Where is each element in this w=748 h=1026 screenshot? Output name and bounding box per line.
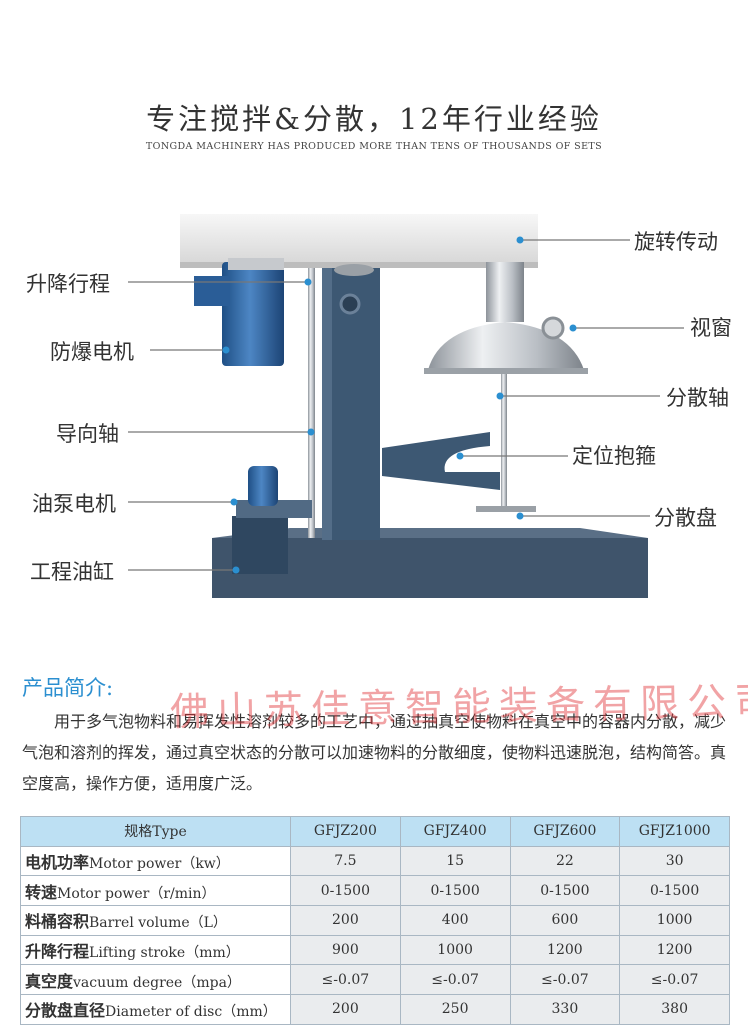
spec-cell: 200 xyxy=(290,905,401,936)
spec-cell: ≤-0.07 xyxy=(290,964,401,996)
spec-row-label: 升降行程Lifting stroke（mm） xyxy=(20,934,291,966)
spec-row-label-zh: 分散盘直径 xyxy=(25,1001,106,1021)
spec-model: GFJZ1000 xyxy=(619,816,730,847)
spec-model: GFJZ200 xyxy=(290,816,401,847)
spec-table: 规格Type GFJZ200 GFJZ400 GFJZ600 GFJZ1000 … xyxy=(20,816,730,1025)
spec-cell: 250 xyxy=(399,994,511,1025)
spec-header-label: 规格Type xyxy=(20,816,291,847)
callout-dispersion-shaft: 分散轴 xyxy=(666,386,729,410)
spec-cell: 200 xyxy=(290,994,401,1025)
spec-cell: ≤-0.07 xyxy=(509,964,621,996)
spec-cell: 22 xyxy=(509,845,621,877)
page-title: 专注搅拌&分散，12年行业经验 xyxy=(146,102,602,136)
spec-row-label-en: Lifting stroke（mm） xyxy=(89,945,240,962)
callout-lifting-stroke: 升降行程 xyxy=(26,272,110,296)
spec-row-label-zh: 料桶容积 xyxy=(25,912,90,932)
spec-row-label: 分散盘直径Diameter of disc（mm） xyxy=(20,994,291,1025)
spec-row-label: 转速Motor power（r/min） xyxy=(20,875,291,907)
machine-illustration: 升降行程 防爆电机 导向轴 油泵电机 工程油缸 旋转传动 视窗 分散轴 定位抱箍… xyxy=(0,200,748,620)
spec-row-label-en: vacuum degree（mpa） xyxy=(73,974,241,991)
spec-row-label-en: Diameter of disc（mm） xyxy=(105,1004,277,1021)
spec-header-row: 规格Type GFJZ200 GFJZ400 GFJZ600 GFJZ1000 xyxy=(20,816,730,847)
callout-hydraulic-cylinder: 工程油缸 xyxy=(30,560,114,584)
spec-cell: 1200 xyxy=(619,934,730,966)
spec-row-label-zh: 真空度 xyxy=(25,971,74,991)
spec-cell: 1000 xyxy=(619,905,730,936)
table-row: 真空度vacuum degree（mpa）≤-0.07≤-0.07≤-0.07≤… xyxy=(20,964,730,996)
callout-viewing-window: 视窗 xyxy=(690,316,732,340)
spec-cell: 1200 xyxy=(509,934,621,966)
spec-model: GFJZ600 xyxy=(509,816,621,847)
guide-shaft xyxy=(308,268,315,538)
oil-pump-tank xyxy=(232,516,288,574)
spec-cell: 900 xyxy=(290,934,401,966)
intro-text: 用于多气泡物料和易挥发性溶剂较多的工艺中，通过抽真空使物料在真空中的容器内分散，… xyxy=(22,712,727,793)
base-plate xyxy=(212,538,648,598)
page-subtitle: TONGDA MACHINERY HAS PRODUCED MORE THAN … xyxy=(145,141,603,152)
spec-row-label: 料桶容积Barrel volume（L） xyxy=(20,905,291,936)
spec-cell: 380 xyxy=(619,994,730,1025)
spec-cell: 0-1500 xyxy=(399,875,511,907)
spec-row-label: 真空度vacuum degree（mpa） xyxy=(20,964,291,996)
oil-pump-motor xyxy=(248,466,278,506)
dispersion-disc xyxy=(476,506,536,512)
explosion-proof-motor xyxy=(222,262,284,366)
spec-cell: ≤-0.07 xyxy=(619,964,730,996)
spec-row-label-en: Motor power（kw） xyxy=(89,856,230,873)
callout-guide-shaft: 导向轴 xyxy=(56,422,119,446)
spec-cell: 15 xyxy=(399,845,511,877)
callout-positioning-clamp: 定位抱箍 xyxy=(572,444,656,468)
callout-explosion-proof-motor: 防爆电机 xyxy=(50,340,134,364)
spec-row-label-zh: 转速 xyxy=(25,882,58,902)
spec-cell: ≤-0.07 xyxy=(399,964,511,996)
spec-cell: 400 xyxy=(399,905,511,936)
spec-row-label: 电机功率Motor power（kw） xyxy=(20,845,291,877)
spec-model: GFJZ400 xyxy=(399,816,511,847)
machine-drawing xyxy=(128,214,684,598)
spec-row-label-en: Barrel volume（L） xyxy=(89,915,227,932)
spec-row-label-zh: 升降行程 xyxy=(25,942,90,962)
callout-rotary-drive: 旋转传动 xyxy=(634,230,718,254)
spec-cell: 7.5 xyxy=(290,845,401,877)
spec-row-label-zh: 电机功率 xyxy=(25,853,90,873)
company-watermark: 佛山苏佳意智能装备有限公司 xyxy=(169,679,748,736)
spec-cell: 0-1500 xyxy=(619,875,730,907)
spec-cell: 600 xyxy=(509,905,621,936)
spec-cell: 330 xyxy=(509,994,621,1025)
top-housing xyxy=(180,214,538,266)
callout-oil-pump-motor: 油泵电机 xyxy=(32,492,116,516)
spec-row-label-en: Motor power（r/min） xyxy=(57,885,216,902)
spec-cell: 1000 xyxy=(399,934,511,966)
spec-cell: 0-1500 xyxy=(509,875,621,907)
positioning-clamp xyxy=(382,432,500,490)
intro-heading: 产品简介: xyxy=(22,676,114,700)
spec-cell: 0-1500 xyxy=(290,875,401,907)
dispersion-shaft xyxy=(501,374,507,510)
callout-dispersion-disc: 分散盘 xyxy=(654,506,717,530)
spec-cell: 30 xyxy=(619,845,730,877)
